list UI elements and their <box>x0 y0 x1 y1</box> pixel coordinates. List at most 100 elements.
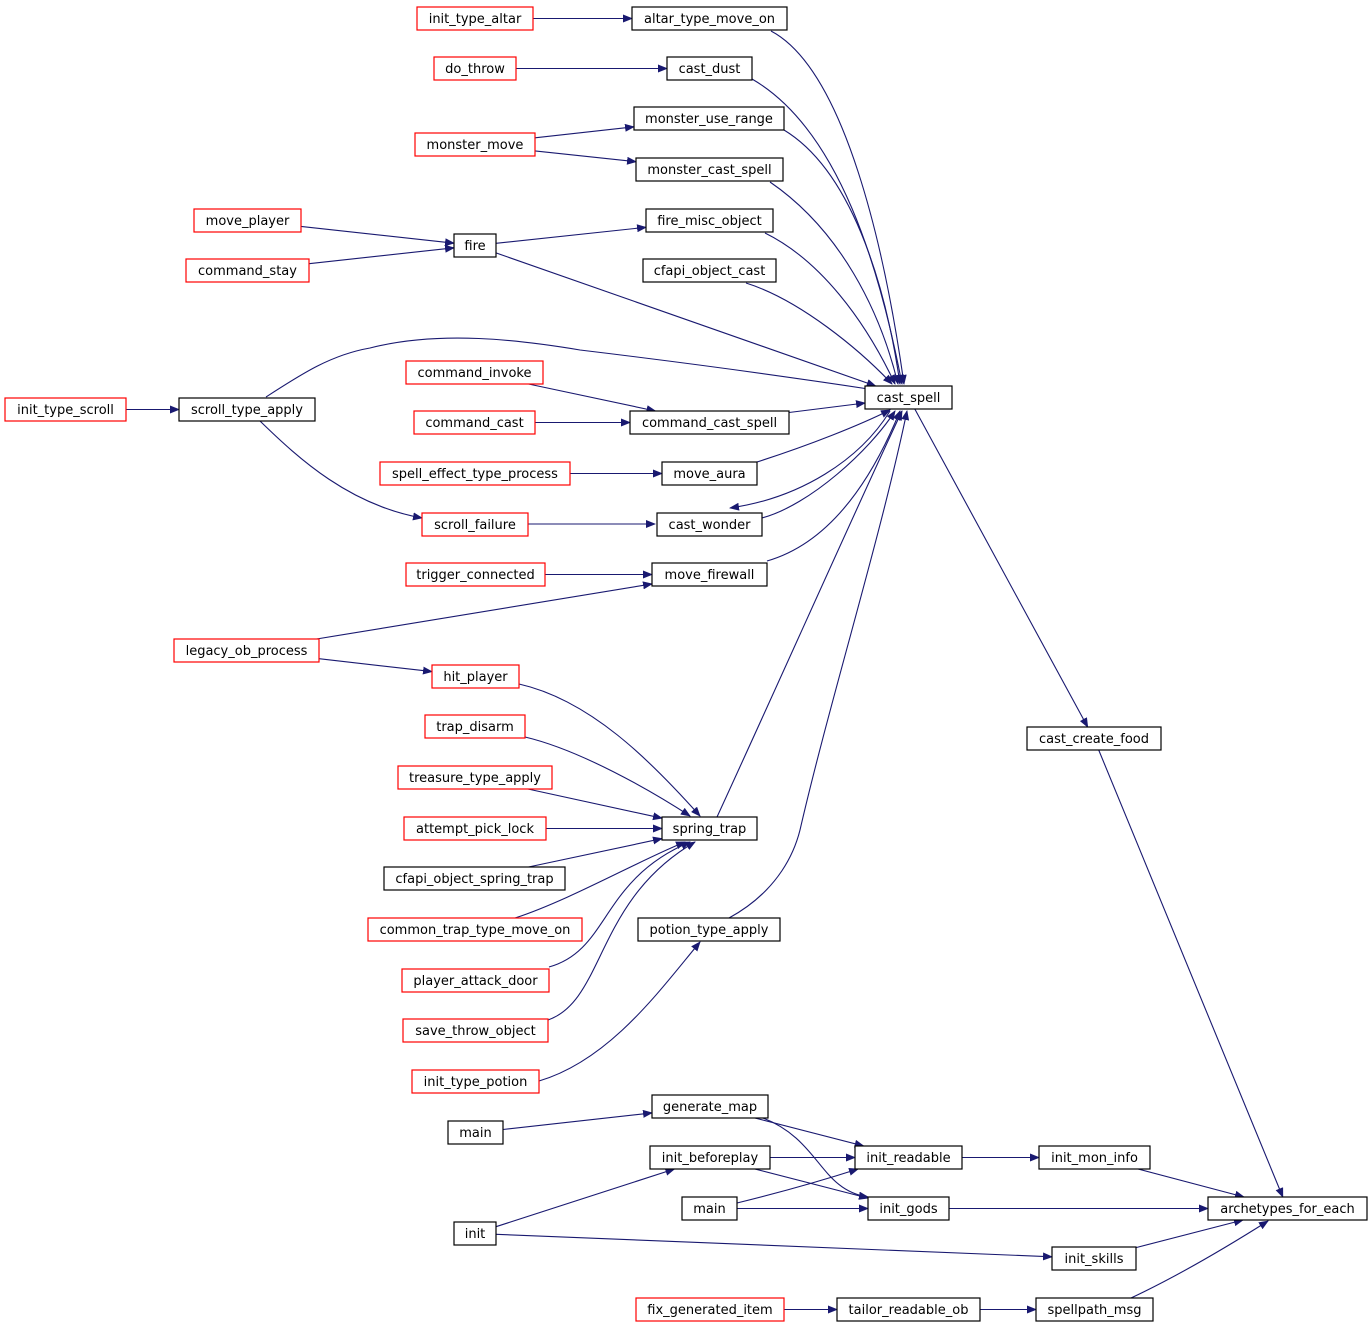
node-monster-use-range[interactable]: monster_use_range <box>633 106 785 131</box>
node-fire-misc-object[interactable]: fire_misc_object <box>645 208 774 233</box>
node-hit-player[interactable]: hit_player <box>431 664 520 689</box>
node-move-player[interactable]: move_player <box>193 208 302 233</box>
node-cfapi-object-cast[interactable]: cfapi_object_cast <box>642 258 777 283</box>
node-init[interactable]: init <box>453 1221 497 1246</box>
node-trap-disarm[interactable]: trap_disarm <box>424 714 526 739</box>
node-label: command_stay <box>198 264 297 279</box>
node-box <box>1207 1196 1368 1221</box>
node-archetypes-for-each[interactable]: archetypes_for_each <box>1207 1196 1368 1221</box>
node-cast-wonder[interactable]: cast_wonder <box>656 512 763 537</box>
node-command-cast-spell[interactable]: command_cast_spell <box>629 410 790 435</box>
node-main-1[interactable]: main <box>447 1120 504 1145</box>
node-init-type-scroll[interactable]: init_type_scroll <box>4 397 127 422</box>
node-player-attack-door[interactable]: player_attack_door <box>401 968 550 993</box>
edge-fire-to-cast_spell <box>495 252 877 387</box>
node-init-beforeplay[interactable]: init_beforeplay <box>649 1145 771 1170</box>
node-scroll-failure[interactable]: scroll_failure <box>421 512 529 537</box>
node-spring-trap[interactable]: spring_trap <box>661 816 758 841</box>
node-box <box>402 1018 549 1043</box>
node-fix-generated-item[interactable]: fix_generated_item <box>635 1297 785 1322</box>
edge-command_invoke-to-command_cast_spell <box>528 383 657 414</box>
nodes-layer: archetypes_for_each cast_create_food cast_… <box>4 6 1368 1322</box>
node-trigger-connected[interactable]: trigger_connected <box>405 562 546 587</box>
node-command-cast[interactable]: command_cast <box>413 410 536 435</box>
node-box <box>383 866 566 891</box>
node-common-trap-type-move-on[interactable]: common_trap_type_move_on <box>367 917 583 942</box>
node-monster-move[interactable]: monster_move <box>414 132 536 157</box>
node-box <box>629 410 790 435</box>
node-label: init_type_potion <box>424 1075 528 1090</box>
node-potion-type-apply[interactable]: potion_type_apply <box>637 917 781 942</box>
node-label: command_invoke <box>418 366 532 381</box>
node-box <box>401 968 550 993</box>
node-init-gods[interactable]: init_gods <box>867 1196 950 1221</box>
node-label: command_cast_spell <box>642 416 777 431</box>
node-fire[interactable]: fire <box>453 233 497 258</box>
edge-potion_type_apply-to-cast_spell <box>728 410 910 919</box>
node-box <box>178 397 316 422</box>
edge-legacy_ob_process-to-move_firewall <box>316 581 653 640</box>
node-box <box>661 461 758 486</box>
node-spellpath-msg[interactable]: spellpath_msg <box>1035 1297 1154 1322</box>
node-label: archetypes_for_each <box>1220 1202 1354 1217</box>
node-init-type-altar[interactable]: init_type_altar <box>416 6 534 31</box>
node-save-throw-object[interactable]: save_throw_object <box>402 1018 549 1043</box>
node-generate-map[interactable]: generate_map <box>651 1094 769 1119</box>
edge-scroll_type_apply-to-cast_spell <box>265 337 876 398</box>
node-init-readable[interactable]: init_readable <box>854 1145 963 1170</box>
node-init-skills[interactable]: init_skills <box>1051 1246 1137 1271</box>
node-box <box>411 1069 540 1094</box>
node-monster-cast-spell[interactable]: monster_cast_spell <box>635 157 784 182</box>
node-box <box>1051 1246 1137 1271</box>
node-init-type-potion[interactable]: init_type_potion <box>411 1069 540 1094</box>
node-label: init_beforeplay <box>662 1151 759 1166</box>
edge-command_cast_spell-to-cast_spell <box>788 400 866 414</box>
node-move-aura[interactable]: move_aura <box>661 461 758 486</box>
node-cast-create-food[interactable]: cast_create_food <box>1026 726 1162 751</box>
edge-cfapi_object_cast-to-cast_spell <box>745 282 893 385</box>
node-altar-type-move-on[interactable]: altar_type_move_on <box>631 6 788 31</box>
node-box <box>635 157 784 182</box>
node-box <box>649 1145 771 1170</box>
edge-spellpath_msg-to-archetypes_for_each <box>1130 1220 1269 1299</box>
node-box <box>1035 1297 1154 1322</box>
node-do-throw[interactable]: do_throw <box>433 56 517 81</box>
node-box <box>397 765 553 790</box>
node-cast-dust[interactable]: cast_dust <box>666 56 753 81</box>
node-box <box>637 917 781 942</box>
node-cfapi-object-spring-trap[interactable]: cfapi_object_spring_trap <box>383 866 566 891</box>
node-label: legacy_ob_process <box>186 644 308 659</box>
node-legacy-ob-process[interactable]: legacy_ob_process <box>173 638 320 663</box>
node-label: init_skills <box>1065 1252 1124 1267</box>
node-label: init_type_altar <box>429 12 522 27</box>
node-label: init <box>465 1227 486 1242</box>
node-command-stay[interactable]: command_stay <box>185 258 310 283</box>
node-command-invoke[interactable]: command_invoke <box>405 360 544 385</box>
edge-cast_spell-to-cast_wonder <box>729 410 891 511</box>
node-treasure-type-apply[interactable]: treasure_type_apply <box>397 765 553 790</box>
node-move-firewall[interactable]: move_firewall <box>651 562 768 587</box>
node-label: fire <box>464 239 485 254</box>
node-label: trigger_connected <box>416 568 534 583</box>
node-box <box>173 638 320 663</box>
node-box <box>379 461 571 486</box>
node-box <box>854 1145 963 1170</box>
node-scroll-type-apply[interactable]: scroll_type_apply <box>178 397 316 422</box>
node-box <box>433 56 517 81</box>
node-label: cast_dust <box>679 62 741 77</box>
node-init-mon-info[interactable]: init_mon_info <box>1038 1145 1151 1170</box>
node-spell-effect-type-process[interactable]: spell_effect_type_process <box>379 461 571 486</box>
node-label: cfapi_object_cast <box>654 264 766 279</box>
node-label: scroll_failure <box>434 518 516 533</box>
node-tailor-readable-ob[interactable]: tailor_readable_ob <box>836 1297 981 1322</box>
node-cast-spell[interactable]: cast_spell <box>864 385 953 410</box>
edge-init_mon_info-to-archetypes_for_each <box>1137 1168 1245 1199</box>
edge-spring_trap-to-cast_spell <box>716 410 903 818</box>
node-label: save_throw_object <box>415 1024 535 1039</box>
node-main-2[interactable]: main <box>681 1196 738 1221</box>
edge-fire_misc_object-to-cast_spell <box>764 232 896 385</box>
node-attempt-pick-lock[interactable]: attempt_pick_lock <box>403 816 547 841</box>
node-box <box>405 360 544 385</box>
node-box <box>4 397 127 422</box>
